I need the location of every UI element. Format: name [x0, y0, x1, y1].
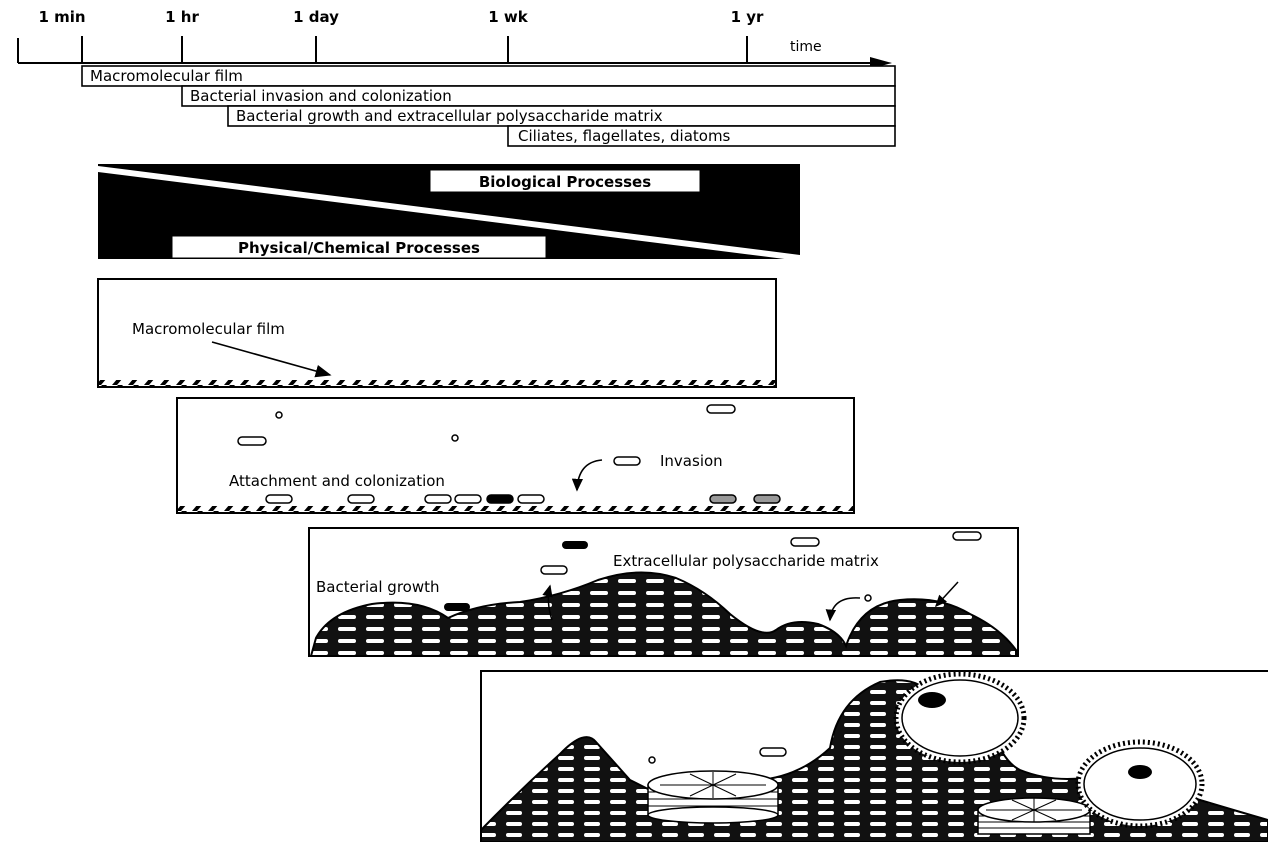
physical-chemical-processes-label: Physical/Chemical Processes: [238, 239, 480, 257]
invasion-label: Invasion: [660, 452, 723, 470]
detachment-arrow: [542, 584, 553, 621]
diatom-right: [977, 797, 1091, 835]
bacterium: [706, 404, 736, 414]
attached-bacterium: [265, 494, 293, 504]
cell-small: [451, 434, 459, 442]
panel-attachment: Attachment and colonization Invasion: [176, 397, 855, 514]
bacterium: [759, 747, 787, 757]
film-label: Macromolecular film: [132, 320, 285, 338]
bacterium: [790, 537, 820, 547]
cell-small: [864, 594, 872, 602]
attached-bacterium: [709, 494, 737, 504]
bacterium-dark: [444, 603, 470, 611]
diatom-left: [647, 770, 779, 824]
process-wedge: Biological Processes Physical/Chemical P…: [98, 164, 800, 261]
film-substrate: [99, 380, 775, 386]
bacterium-dark: [562, 541, 588, 549]
tick-label-1hr: 1 hr: [165, 8, 199, 26]
ciliate-right: [1075, 739, 1205, 829]
bacterial-growth-label: Bacterial growth: [316, 578, 440, 596]
phase-label-film: Macromolecular film: [90, 67, 243, 85]
phase-bar-protists: [507, 125, 896, 147]
eps-matrix-label: Extracellular polysaccharide matrix: [613, 552, 879, 570]
bacterium: [540, 565, 568, 575]
invasion-arrow: [571, 459, 603, 492]
ciliate-top: [893, 671, 1027, 765]
panel-growth: Bacterial growth Extracellular polysacch…: [308, 527, 1019, 657]
attachment-label: Attachment and colonization: [229, 472, 445, 490]
timeline: 1 min 1 hr 1 day 1 wk 1 yr time Macromol…: [17, 8, 896, 147]
biological-processes-label: Biological Processes: [479, 173, 651, 191]
panel-macromolecular-film: Macromolecular film: [97, 278, 777, 388]
film-pointer-arrow: [211, 341, 332, 378]
attachment-substrate: [178, 506, 853, 512]
recolonize-arrow: [825, 597, 861, 622]
cell-small: [275, 411, 283, 419]
phase-label-protists: Ciliates, flagellates, diatoms: [518, 127, 731, 145]
phase-label-growth: Bacterial growth and extracellular polys…: [236, 107, 663, 125]
panel-mature-community: [480, 670, 1268, 842]
bacterium: [952, 531, 982, 541]
axis-label-time: time: [790, 39, 822, 55]
biological-label-box: [429, 169, 701, 193]
tick-label-1wk: 1 wk: [488, 8, 529, 26]
attached-bacterium: [454, 494, 482, 504]
bacterium: [613, 456, 641, 466]
attached-bacterium: [517, 494, 545, 504]
tick-label-1min: 1 min: [38, 8, 85, 26]
film-panel-frame: [97, 278, 777, 388]
phase-label-invasion: Bacterial invasion and colonization: [190, 87, 452, 105]
matrix-pointer-arrow: [934, 581, 959, 608]
tick-label-1yr: 1 yr: [731, 8, 764, 26]
tick-label-1day: 1 day: [293, 8, 339, 26]
attached-bacterium: [347, 494, 375, 504]
attached-bacterium: [424, 494, 452, 504]
attachment-panel-frame: [176, 397, 855, 514]
attached-bacterium-dark: [486, 494, 514, 504]
cell-small: [648, 756, 656, 764]
biofilm-mounds: [309, 571, 1017, 657]
process-divider-line: [98, 166, 800, 261]
physical-label-box: [171, 235, 547, 259]
attached-bacterium: [753, 494, 781, 504]
bacterium: [237, 436, 267, 446]
